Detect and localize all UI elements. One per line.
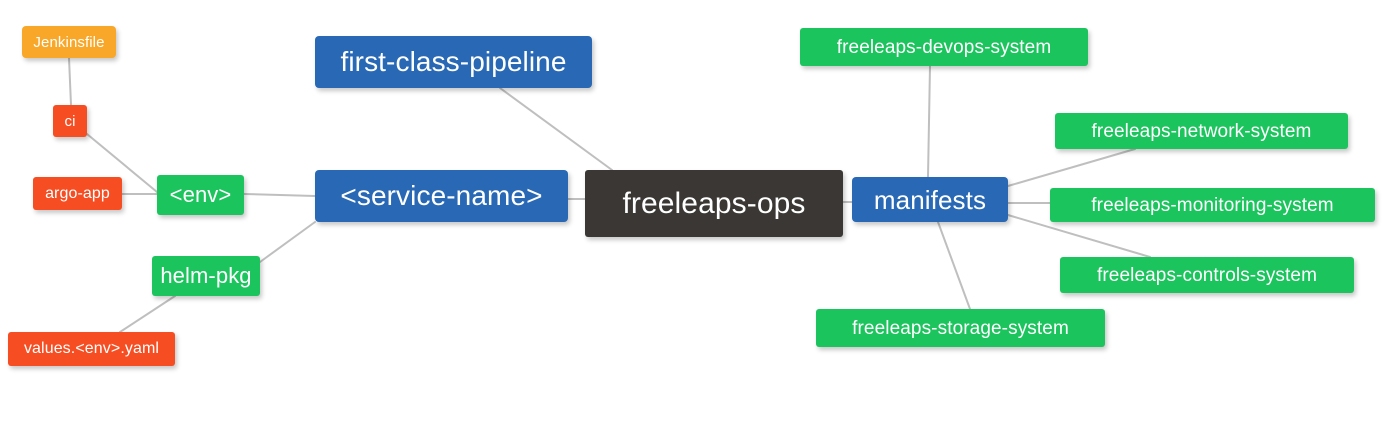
mindmap-node-jenkinsfile[interactable]: Jenkinsfile	[22, 26, 116, 58]
mindmap-node-label: helm-pkg	[160, 263, 252, 288]
mindmap-node-label: first-class-pipeline	[340, 46, 567, 77]
mindmap-node-monitoring-system[interactable]: freeleaps-monitoring-system	[1050, 188, 1375, 222]
edge-manifests-to-devops-system	[927, 65, 931, 178]
mindmap-node-label: freeleaps-storage-system	[852, 317, 1069, 339]
mindmap-node-label: freeleaps-devops-system	[836, 36, 1052, 58]
mindmap-node-first-class-pipeline[interactable]: first-class-pipeline	[315, 36, 592, 88]
mindmap-node-controls-system[interactable]: freeleaps-controls-system	[1060, 257, 1354, 293]
mindmap-node-helm-pkg[interactable]: helm-pkg	[152, 256, 260, 296]
mindmap-node-label: <env>	[169, 182, 232, 207]
edge-jenkinsfile-to-ci	[68, 57, 72, 106]
mindmap-node-argo-app[interactable]: argo-app	[33, 177, 122, 210]
edge-first-class-pipeline-to-freeleaps-ops	[499, 87, 613, 171]
edge-env-to-service-name	[243, 193, 316, 197]
edge-manifests-to-network-system	[1007, 148, 1136, 187]
mindmap-node-storage-system[interactable]: freeleaps-storage-system	[816, 309, 1105, 347]
mindmap-node-manifests[interactable]: manifests	[852, 177, 1008, 222]
mindmap-node-label: manifests	[873, 184, 987, 215]
mindmap-node-label: ci	[64, 112, 76, 130]
mindmap-node-freeleaps-ops[interactable]: freeleaps-ops	[585, 170, 843, 237]
mindmap-node-label: freeleaps-network-system	[1091, 120, 1312, 142]
mindmap-node-network-system[interactable]: freeleaps-network-system	[1055, 113, 1348, 149]
edge-manifests-to-storage-system	[937, 221, 971, 310]
mindmap-node-label: values.<env>.yaml	[23, 340, 160, 357]
mindmap-node-label: <service-name>	[340, 180, 543, 211]
mindmap-node-service-name[interactable]: <service-name>	[315, 170, 568, 222]
mindmap-node-label: freeleaps-ops	[622, 186, 806, 220]
mindmap-node-label: freeleaps-controls-system	[1096, 264, 1318, 286]
mindmap-node-label: Jenkinsfile	[33, 33, 105, 51]
mindmap-node-label: argo-app	[45, 184, 110, 202]
mindmap-node-ci[interactable]: ci	[53, 105, 87, 137]
edge-service-name-to-helm-pkg	[259, 221, 316, 263]
mindmap-node-label: freeleaps-monitoring-system	[1091, 194, 1334, 216]
mindmap-node-devops-system[interactable]: freeleaps-devops-system	[800, 28, 1088, 66]
mindmap-node-values-env-yaml[interactable]: values.<env>.yaml	[8, 332, 175, 366]
mindmap-node-env[interactable]: <env>	[157, 175, 244, 215]
edge-helm-pkg-to-values-env-yaml	[119, 295, 176, 333]
